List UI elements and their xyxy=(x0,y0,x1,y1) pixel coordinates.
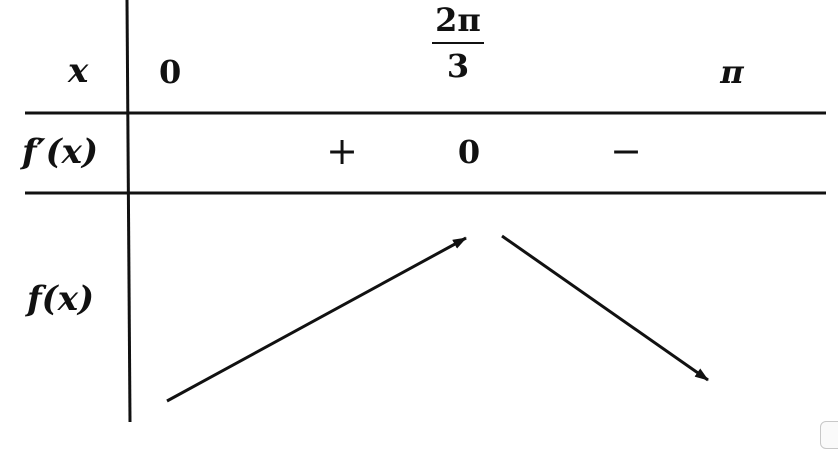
row-label-fprime: f′(x) xyxy=(22,132,99,172)
decreasing-arrow xyxy=(501,234,709,382)
row-label-f: f(x) xyxy=(27,279,95,319)
x-value-start: 0 xyxy=(159,53,182,91)
sign-zero: 0 xyxy=(457,133,481,171)
sign-plus: + xyxy=(326,129,358,173)
sign-minus: − xyxy=(610,129,642,173)
vertical-divider xyxy=(125,0,132,423)
corner-widget xyxy=(820,421,838,449)
x-value-mid-denominator: 3 xyxy=(446,47,470,85)
increasing-arrow xyxy=(166,236,467,403)
row-label-x: x xyxy=(68,51,89,91)
x-value-end: π xyxy=(720,53,744,91)
x-value-mid-numerator: 2π xyxy=(435,1,481,39)
fraction-bar xyxy=(432,42,484,44)
x-value-mid-fraction: 2π 3 xyxy=(432,4,484,82)
